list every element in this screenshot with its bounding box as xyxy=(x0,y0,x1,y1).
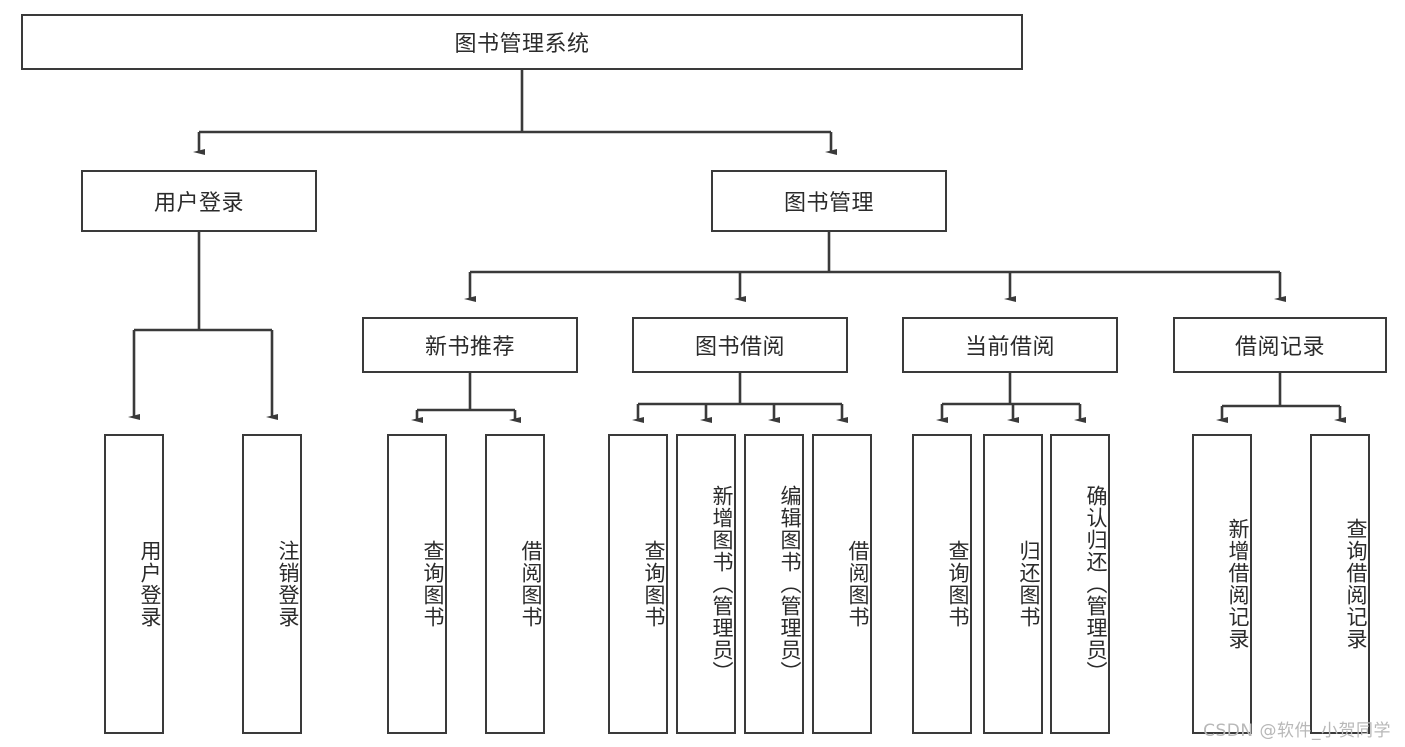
node-leaf-query-record-label: 查询借阅记录 xyxy=(1344,518,1368,650)
node-borrow-record[interactable]: 借阅记录 xyxy=(1173,317,1387,373)
node-leaf-borrow-book-rec-label: 借阅图书 xyxy=(519,540,543,628)
node-leaf-query-book-rec-label: 查询图书 xyxy=(421,540,445,628)
node-leaf-confirm-return[interactable]: 确认归还（管理员） xyxy=(1050,434,1110,734)
node-leaf-return-book[interactable]: 归还图书 xyxy=(983,434,1043,734)
node-leaf-query-book[interactable]: 查询图书 xyxy=(608,434,668,734)
node-leaf-edit-book[interactable]: 编辑图书（管理员） xyxy=(744,434,804,734)
node-leaf-add-record-label: 新增借阅记录 xyxy=(1226,518,1250,650)
node-book-manage-label: 图书管理 xyxy=(783,191,874,216)
node-book-manage[interactable]: 图书管理 xyxy=(711,170,947,232)
node-leaf-borrow-book[interactable]: 借阅图书 xyxy=(812,434,872,734)
node-leaf-add-book[interactable]: 新增图书（管理员） xyxy=(676,434,736,734)
node-leaf-query-book-label: 查询图书 xyxy=(642,540,666,628)
node-leaf-query-record[interactable]: 查询借阅记录 xyxy=(1310,434,1370,734)
node-borrow-record-label: 借阅记录 xyxy=(1234,335,1325,360)
node-leaf-edit-book-label: 编辑图书（管理员） xyxy=(778,485,802,683)
node-new-book-rec[interactable]: 新书推荐 xyxy=(362,317,578,373)
node-root[interactable]: 图书管理系统 xyxy=(21,14,1023,70)
node-leaf-add-record[interactable]: 新增借阅记录 xyxy=(1192,434,1252,734)
node-book-borrow[interactable]: 图书借阅 xyxy=(632,317,848,373)
node-root-label: 图书管理系统 xyxy=(454,32,590,57)
node-user-login-label: 用户登录 xyxy=(153,191,244,216)
node-user-login[interactable]: 用户登录 xyxy=(81,170,317,232)
node-leaf-user-logout[interactable]: 注销登录 xyxy=(242,434,302,734)
node-current-borrow-label: 当前借阅 xyxy=(964,335,1055,360)
node-leaf-user-login-label: 用户登录 xyxy=(138,540,162,628)
node-leaf-return-book-label: 归还图书 xyxy=(1017,540,1041,628)
node-leaf-user-logout-label: 注销登录 xyxy=(276,540,300,628)
node-new-book-rec-label: 新书推荐 xyxy=(424,335,515,360)
node-leaf-borrow-book-label: 借阅图书 xyxy=(846,540,870,628)
node-book-borrow-label: 图书借阅 xyxy=(694,335,785,360)
node-leaf-query-book-cur-label: 查询图书 xyxy=(946,540,970,628)
node-leaf-user-login[interactable]: 用户登录 xyxy=(104,434,164,734)
node-leaf-add-book-label: 新增图书（管理员） xyxy=(710,485,734,683)
node-leaf-borrow-book-rec[interactable]: 借阅图书 xyxy=(485,434,545,734)
node-leaf-confirm-return-label: 确认归还（管理员） xyxy=(1084,485,1108,683)
node-leaf-query-book-cur[interactable]: 查询图书 xyxy=(912,434,972,734)
node-leaf-query-book-rec[interactable]: 查询图书 xyxy=(387,434,447,734)
node-current-borrow[interactable]: 当前借阅 xyxy=(902,317,1118,373)
